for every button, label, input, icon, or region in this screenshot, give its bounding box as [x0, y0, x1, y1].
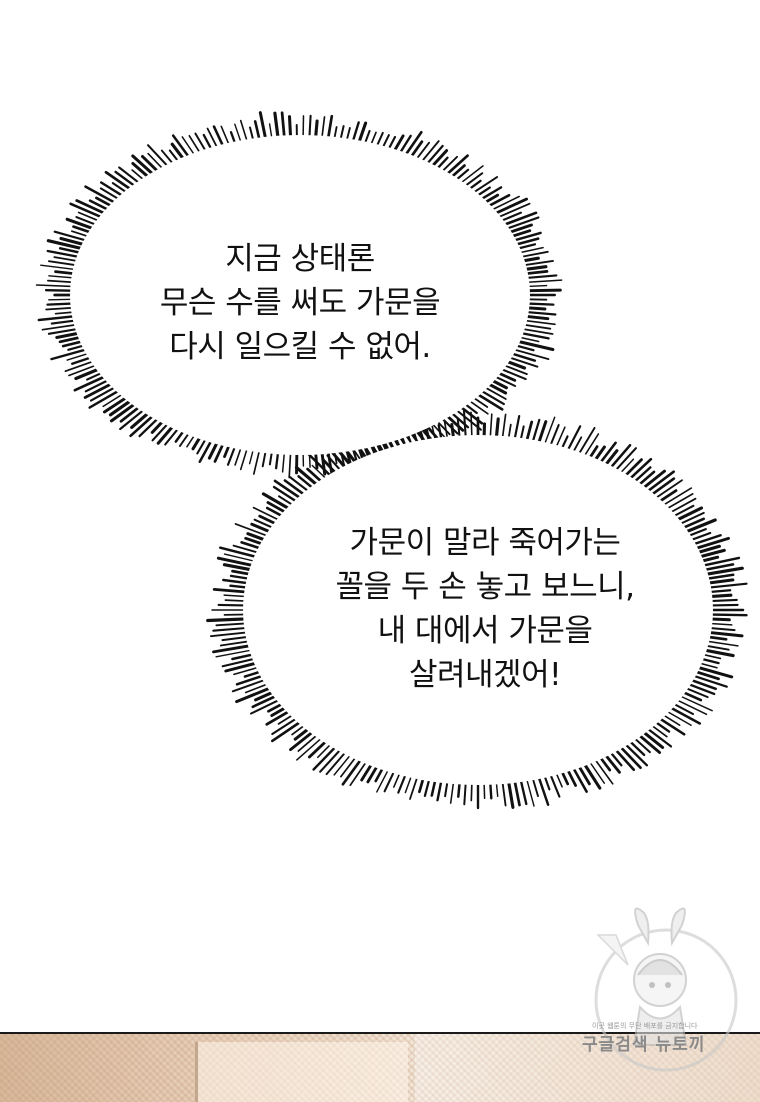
- bubble-1-line: 무슨 수를 써도 가문을: [120, 281, 480, 325]
- bubble-2-line: 살려내겠어!: [275, 653, 695, 697]
- bubble-2-line: 꼴을 두 손 놓고 보느니,: [275, 565, 695, 609]
- bubble-2-line: 내 대에서 가문을: [275, 609, 695, 653]
- bubble-1-line: 다시 일으킬 수 없어.: [120, 325, 480, 369]
- watermark-label: 구글검색 뉴토끼: [582, 1030, 752, 1055]
- speech-bubble-1-text: 지금 상태론 무슨 수를 써도 가문을 다시 일으킬 수 없어.: [120, 237, 480, 369]
- strip-door-shape: [195, 1042, 408, 1102]
- speech-bubble-2-text: 가문이 말라 죽어가는 꼴을 두 손 놓고 보느니, 내 대에서 가문을 살려내…: [275, 521, 695, 697]
- bubble-1-line: 지금 상태론: [120, 237, 480, 281]
- bubble-2-line: 가문이 말라 죽어가는: [275, 521, 695, 565]
